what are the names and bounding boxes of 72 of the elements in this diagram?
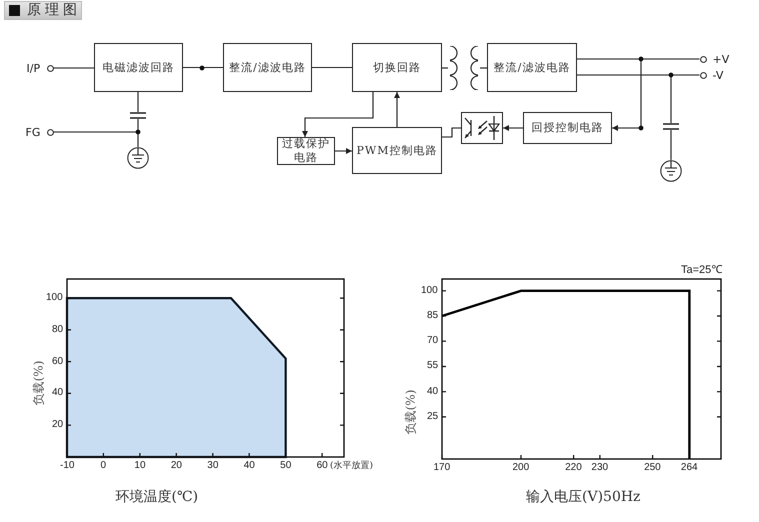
terminal-label: I/P <box>26 62 40 74</box>
tick-label: 0 <box>100 460 106 472</box>
tick-label: 40 <box>52 387 64 400</box>
axis-title: 输入电压(V)50Hz <box>526 488 640 506</box>
tick-label: 60 <box>52 356 64 368</box>
tick-label: 80 <box>52 324 64 336</box>
tick-label: 40 <box>427 386 438 398</box>
connector-line <box>137 119 139 132</box>
tick-label: 200 <box>512 462 530 474</box>
process-box: PWM控制电路 <box>352 127 442 174</box>
terminal-label: +V <box>712 52 730 66</box>
connector-line <box>480 67 487 69</box>
terminal-circle <box>700 72 706 78</box>
tick-label: 220 <box>565 462 582 474</box>
axis-title: 环境温度(℃) <box>116 488 198 506</box>
process-box: 整流/滤波电路 <box>487 43 577 92</box>
connector-line <box>671 74 700 76</box>
arrow <box>394 92 400 127</box>
connector-line <box>577 74 671 76</box>
ground-symbol <box>127 147 149 169</box>
axis-note: (水平放置) <box>330 460 374 472</box>
tick-label: 85 <box>427 310 438 322</box>
connector-line <box>442 127 461 138</box>
tick-label: -10 <box>60 460 74 472</box>
axis-title: 负载(%) <box>402 390 417 434</box>
arrow <box>335 148 352 154</box>
connector-line <box>183 66 223 68</box>
tick-label: 60 <box>316 460 328 472</box>
tick-label: 100 <box>421 284 438 297</box>
terminal-circle <box>700 56 706 62</box>
terminal-circle <box>46 64 54 72</box>
process-box: 回授控制电路 <box>523 112 612 144</box>
process-box: 切换回路 <box>352 43 442 92</box>
capacitor-symbol <box>130 112 146 119</box>
title: 原理图 <box>27 2 81 19</box>
arrow <box>503 125 523 131</box>
connector-line <box>137 132 139 147</box>
connector-line <box>577 58 641 60</box>
tick-label: 40 <box>244 460 255 472</box>
tick-label: 170 <box>434 462 450 474</box>
tick-label: 30 <box>207 460 218 472</box>
process-box: 电磁滤波回路 <box>94 43 183 92</box>
terminal-circle <box>46 128 54 136</box>
arrow <box>302 92 374 137</box>
ground-symbol <box>660 160 682 182</box>
connector-line <box>54 131 138 133</box>
connector-line <box>54 67 94 69</box>
tick-label: 50 <box>280 460 292 472</box>
process-box: 过载保护电路 <box>277 137 335 165</box>
tick-label: 230 <box>591 462 608 474</box>
tick-label: 264 <box>680 462 698 474</box>
tick-label: 250 <box>644 462 661 474</box>
connector-line <box>670 130 672 160</box>
connector-line <box>312 66 352 68</box>
process-box: 整流/滤波电路 <box>223 43 312 92</box>
capacitor-symbol <box>663 123 679 130</box>
tick-label: 20 <box>52 419 64 432</box>
tick-label: 25 <box>427 410 438 423</box>
tick-label: 100 <box>46 292 63 304</box>
tick-label: 10 <box>134 460 146 472</box>
connector-line <box>442 67 448 69</box>
connector-line <box>137 92 139 112</box>
terminal-label: -V <box>712 68 724 82</box>
tick-label: 20 <box>170 460 182 472</box>
tick-label: 70 <box>427 335 438 348</box>
transformer-symbol <box>448 46 480 90</box>
tick-label: 55 <box>427 360 438 372</box>
connector-line <box>641 58 700 60</box>
optocoupler-symbol <box>461 112 503 144</box>
terminal-label: FG <box>26 126 40 138</box>
chart-title: Ta=25℃ <box>681 264 722 276</box>
axis-title: 负载(%) <box>30 360 45 406</box>
